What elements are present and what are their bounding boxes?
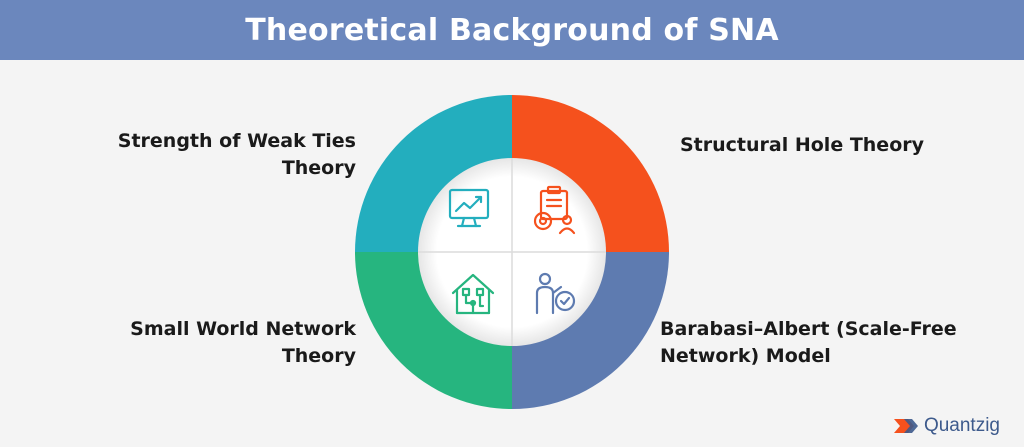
quadrant-diagram bbox=[355, 95, 669, 409]
label-structural-hole: Structural Hole Theory bbox=[680, 134, 925, 156]
monitor-chart-icon bbox=[448, 188, 490, 228]
page-title: Theoretical Background of SNA bbox=[245, 12, 779, 48]
label-strength-of-weak-ties: Strength of Weak Ties Theory bbox=[117, 130, 356, 179]
label-small-world: Small World Network Theory bbox=[130, 318, 356, 367]
clipboard-gear-person-icon bbox=[533, 185, 576, 235]
brand-logo: Quantzig bbox=[892, 415, 1000, 437]
house-network-icon bbox=[451, 273, 495, 315]
logo-text: Quantzig bbox=[923, 415, 1000, 436]
person-gear-icon bbox=[535, 272, 576, 315]
quantzig-logo-icon bbox=[893, 419, 918, 433]
label-barabasi-albert: Barabasi–Albert (Scale-Free Network) Mod… bbox=[660, 318, 957, 367]
header-banner: Theoretical Background of SNA bbox=[0, 0, 1024, 60]
